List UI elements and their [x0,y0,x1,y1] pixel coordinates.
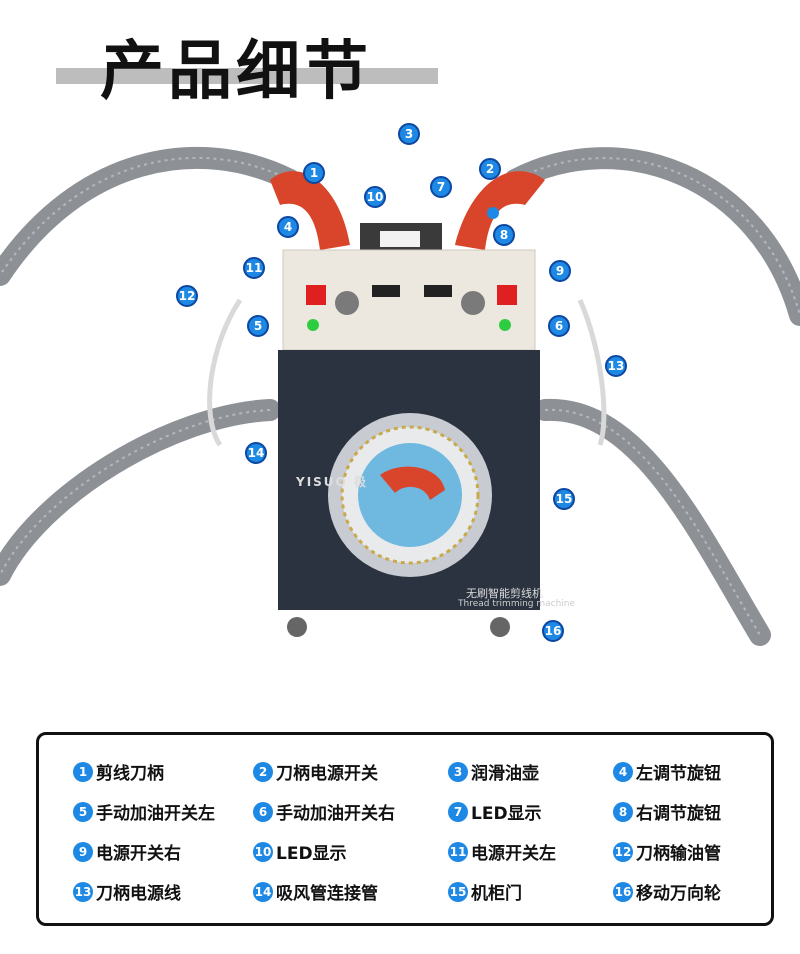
callout-6: 6 [548,315,570,337]
page-title: 产品细节 [100,35,372,109]
callout-15: 15 [553,488,575,510]
callout-12: 12 [176,285,198,307]
title-section: 产品细节 [0,0,800,110]
hose-top-right [504,147,800,326]
power-line-right [577,298,607,446]
handle-right [455,171,545,250]
handle-left [270,171,350,250]
product-photo: YISUO 极 无刷智能剪线机 Thread trimming machine … [0,115,800,675]
callout-1: 1 [303,162,325,184]
callout-14: 14 [245,442,267,464]
machine-label-cn: 无刷智能剪线机 [466,587,543,600]
callout-9: 9 [549,260,571,282]
callout-5: 5 [247,315,269,337]
callout-10: 10 [364,186,386,208]
callout-3: 3 [398,123,420,145]
callout-16: 16 [542,620,564,642]
callout-13: 13 [605,355,627,377]
callout-8: 8 [493,224,515,246]
callout-7: 7 [430,176,452,198]
callout-2: 2 [479,158,501,180]
callout-11: 11 [243,257,265,279]
machine-illustration [0,146,800,646]
hose-bottom-left [0,399,281,586]
oil-line-left [207,298,243,447]
title-underline-bar [56,68,438,84]
machine-label-en: Thread trimming machine [458,599,576,609]
hose-top-left [0,146,301,286]
callout-4: 4 [277,216,299,238]
hose-bottom-right [534,398,771,646]
brand-logo: YISUO 极 [296,475,368,489]
